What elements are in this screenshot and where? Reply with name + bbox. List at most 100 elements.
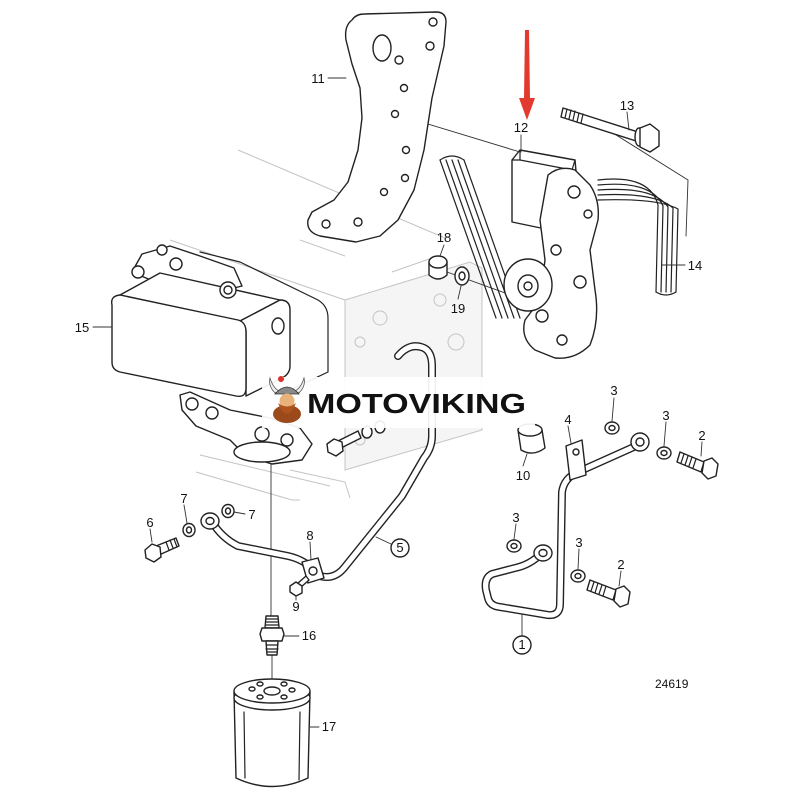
viking-mascot-icon (269, 376, 305, 423)
leader-3-lower (577, 548, 580, 570)
threaded-nipple (259, 615, 285, 656)
mascot-shoulders (273, 405, 301, 423)
block-hole (354, 336, 366, 348)
filter-hole (280, 681, 288, 687)
leader-2-upper (700, 441, 703, 457)
bolt-head (289, 581, 303, 597)
copper-washer-7-right (221, 503, 235, 519)
callout-10: 10 (516, 468, 530, 483)
bolt-axis-line (604, 127, 689, 237)
callout-3-upper: 3 (610, 383, 617, 398)
bracket-hole (428, 17, 438, 27)
bracket-hole (321, 219, 331, 229)
plug-top (428, 255, 448, 269)
belt-strand (439, 155, 465, 161)
mascot-beard (278, 403, 296, 414)
leader-4 (567, 425, 572, 444)
nipple-lower-thread (265, 640, 279, 656)
bracket-plate (307, 11, 447, 243)
belt-tensioner (503, 149, 600, 359)
filter-hole (280, 694, 288, 700)
clamp-bolt (289, 575, 310, 597)
callout-5: 5 (396, 540, 403, 555)
tensioner-hole (535, 309, 549, 323)
callout-6: 6 (146, 515, 153, 530)
washer-3-lower (570, 569, 586, 583)
belt-strand (597, 188, 669, 293)
filter-head-base (233, 441, 291, 463)
callout-2-upper: 2 (698, 428, 705, 443)
block-edge (289, 469, 351, 499)
pipe-clip (565, 439, 587, 481)
belt-strand (597, 193, 674, 293)
clamp-hole (308, 566, 318, 576)
callout-19: 19 (451, 301, 465, 316)
watermark-banner: MOTOVIKING (262, 376, 535, 428)
callout-8: 8 (306, 528, 313, 543)
filter-hole (256, 694, 264, 700)
filter-hole (256, 681, 264, 687)
bracket-keyhole (372, 34, 392, 62)
block-edge (391, 257, 433, 273)
bolt-head (144, 543, 162, 563)
bracket-hole (399, 83, 409, 93)
belt-strand (445, 159, 503, 319)
callout-1: 1 (518, 637, 525, 652)
callout-labels: 11 12 13 14 15 18 19 3 4 3 2 10 7 7 6 3 … (75, 71, 706, 734)
mascot-face (279, 393, 295, 409)
callout-3-mid: 3 (512, 510, 519, 525)
callout-1-circle (512, 635, 532, 655)
pipe-fill (317, 343, 435, 580)
leader-7-left (183, 504, 188, 524)
filter-head (179, 391, 313, 465)
plug (428, 255, 448, 280)
leader-13 (626, 111, 630, 131)
callout-2-lower: 2 (617, 557, 624, 572)
bracket-hole (401, 145, 411, 155)
pipe-eye-hole (635, 437, 645, 447)
callout-7-right: 7 (248, 507, 255, 522)
callout-5-circle (390, 538, 410, 558)
pipe-eye-hole (538, 548, 548, 558)
callout-3-lower: 3 (575, 535, 582, 550)
cooler-fitting (156, 244, 168, 256)
bracket-hole (390, 109, 400, 119)
belt-strand (451, 159, 509, 319)
clip-body (565, 439, 587, 481)
belt-strand (439, 159, 497, 319)
bolt-head (639, 123, 660, 153)
callout-13: 13 (620, 98, 634, 113)
leader-2-lower (618, 570, 622, 587)
figure-number: 24619 (655, 677, 689, 691)
drive-belt (439, 155, 679, 319)
washer-hole (224, 507, 232, 515)
oil-pipe-1 (481, 432, 650, 620)
block-edge (195, 471, 300, 501)
callout-9: 9 (292, 599, 299, 614)
bracket-hole (353, 217, 363, 227)
mascot-horn (294, 376, 305, 394)
leader-19 (457, 285, 462, 300)
bolt-thread (680, 453, 697, 469)
washer-3-upper (604, 421, 620, 435)
pipe-outline (208, 518, 322, 578)
filter-center-port (263, 686, 281, 696)
bolt-head (326, 438, 344, 457)
filter-head-port (254, 426, 270, 442)
washer-hole (574, 572, 582, 580)
cooler-fitting (169, 257, 183, 271)
callout-18: 18 (437, 230, 451, 245)
mascot-dot (278, 376, 284, 382)
highlight-arrow (519, 30, 535, 120)
callout-14: 14 (688, 258, 702, 273)
leader-3-mid (513, 523, 517, 540)
bracket-hole (425, 41, 435, 51)
oil-cooler (110, 244, 329, 398)
filter-hole (288, 687, 296, 693)
washer-hole (608, 424, 616, 432)
washer-hole (458, 271, 466, 281)
banjo-bolt-2-lower (586, 579, 631, 608)
bolt-head (701, 457, 719, 480)
belt-strand (597, 183, 664, 293)
